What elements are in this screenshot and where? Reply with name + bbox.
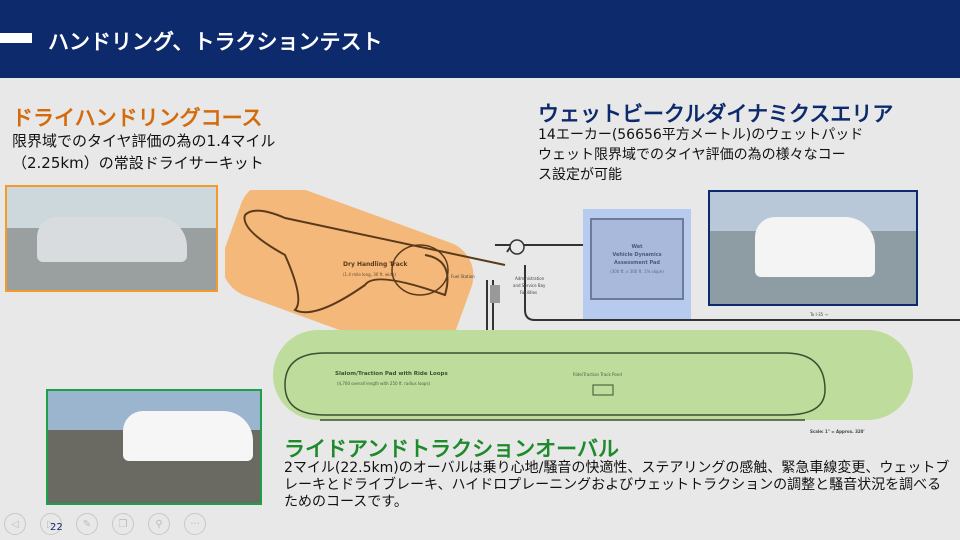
ride-pond-label: Ride/Traction Track Pond: [573, 372, 622, 377]
ride-traction-photo: [46, 389, 262, 505]
ride-oval-desc: 2マイル(22.5km)のオーバルは乗り心地/騒音の快適性、ステアリングの感触、…: [284, 460, 950, 510]
wet-pad-label-2: Vehicle Dynamics: [612, 252, 661, 258]
wet-pad-label-3: Assessment Pad: [614, 260, 660, 266]
wet-pad-sub: (300 ft. x 300 ft. 1% slope): [610, 269, 664, 274]
to-highway-label: To I-35 →: [809, 312, 828, 317]
slides-overview-button[interactable]: ❐: [112, 513, 134, 535]
admin-label-1: Administration: [515, 276, 545, 281]
ride-oval-title: ライドアンドトラクションオーバル: [284, 437, 619, 461]
dry-track-sub: (1.4 mile long, 30 ft. wide): [343, 272, 396, 277]
admin-label-3: Facilities: [520, 290, 537, 295]
wet-pad-photo: [708, 190, 918, 306]
header-accent-bar: [0, 33, 32, 43]
dry-handling-photo: [5, 185, 218, 292]
desc-line: ス設定が可能: [538, 167, 622, 183]
admin-label-2: and Service Bay: [513, 283, 546, 288]
page-number: 22: [50, 522, 63, 533]
previous-slide-button[interactable]: ◁: [4, 513, 26, 535]
slalom-label: Slalom/Traction Pad with Ride Loops: [335, 371, 448, 377]
desc-line: （2.25km）の常設ドライサーキット: [12, 154, 264, 172]
proving-ground-map: Dry Handling Track (1.4 mile long, 30 ft…: [225, 190, 960, 434]
next-slide-button[interactable]: ▷: [40, 513, 62, 535]
wet-area-title: ウェットビークルダイナミクスエリア: [538, 102, 894, 126]
desc-line: 限界域でのタイヤ評価の為の1.4マイル: [12, 132, 276, 150]
wet-area-desc: 14エーカー(56656平方メートル)のウェットパッド ウェット限界域でのタイヤ…: [538, 125, 948, 185]
more-options-button[interactable]: ···: [184, 513, 206, 535]
fuel-label: Fuel Station: [451, 274, 475, 279]
slalom-sub: (4,700 overall length with 250 ft. radiu…: [337, 381, 431, 386]
dry-course-title: ドライハンドリングコース: [12, 106, 263, 130]
pen-tool-button[interactable]: ✎: [76, 513, 98, 535]
desc-line: ウェット限界域でのタイヤ評価の為の様々なコー: [538, 147, 846, 163]
slide-title: ハンドリング、トラクションテスト: [48, 30, 383, 54]
dry-track-highlight: [225, 190, 474, 358]
zoom-button[interactable]: ⚲: [148, 513, 170, 535]
desc-line: 14エーカー(56656平方メートル)のウェットパッド: [538, 127, 864, 143]
scale-label: Scale: 1" = Approx. 320': [810, 429, 865, 434]
dry-course-desc: 限界域でのタイヤ評価の為の1.4マイル （2.25km）の常設ドライサーキット: [12, 130, 275, 174]
dry-track-label: Dry Handling Track: [343, 261, 408, 268]
slide-header: ハンドリング、トラクションテスト: [0, 0, 960, 78]
slideshow-toolbar: ◁ ▷ ✎ ❐ ⚲ ···: [4, 513, 206, 535]
wet-pad-label-1: Wet: [631, 244, 643, 250]
